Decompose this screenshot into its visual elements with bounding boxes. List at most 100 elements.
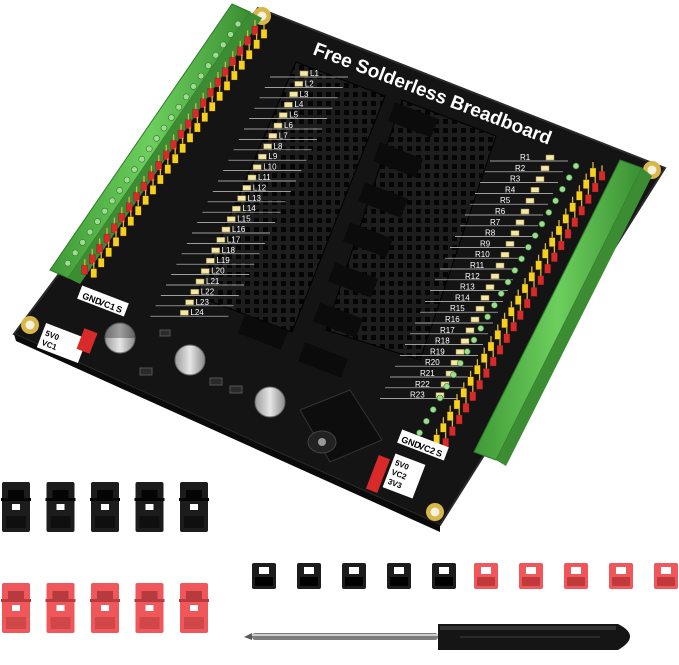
right-pin-headers	[416, 162, 606, 448]
small-jumper	[519, 563, 543, 589]
led-label: R19	[430, 347, 445, 356]
led-label: R3	[510, 175, 521, 184]
pin-header	[185, 119, 192, 129]
pin-header	[148, 171, 155, 181]
pin-header	[476, 380, 483, 390]
led-l9: L9	[228, 152, 307, 161]
led-l2: L2	[264, 79, 343, 88]
pin-header	[89, 254, 96, 264]
pin-header	[260, 29, 268, 39]
led-label: R4	[505, 185, 516, 194]
right-led-column: R1R2R3R4R5R6R7R8R9R10R11R12R13R14R15R16R…	[380, 153, 568, 400]
led-l1: L1	[270, 69, 348, 78]
led-r5: R5	[470, 196, 548, 205]
pcb-board: Free Solderless Breadboard L1L2L3L4L5L6L…	[12, 3, 667, 532]
pin-header	[142, 195, 149, 205]
pin-header	[90, 268, 97, 278]
pin-header	[501, 318, 508, 328]
led-label: L15	[237, 215, 251, 224]
pin-header	[510, 322, 517, 332]
large-jumper	[1, 583, 31, 633]
led-l5: L5	[249, 111, 328, 120]
pin-header	[209, 102, 216, 112]
led-l20: L20	[171, 267, 250, 276]
pin-header	[170, 140, 177, 150]
pin-header	[118, 213, 125, 223]
led-label: R8	[485, 229, 496, 238]
led-l4: L4	[254, 100, 333, 109]
pin-header	[194, 122, 201, 133]
led-l3: L3	[259, 90, 338, 99]
led-label: R1	[520, 153, 531, 162]
pin-header	[549, 237, 556, 247]
pin-header	[469, 391, 476, 401]
led-r14: R14	[425, 293, 503, 302]
led-label: R10	[475, 250, 490, 259]
led-r18: R18	[405, 337, 483, 346]
led-label: L5	[289, 111, 298, 120]
led-l16: L16	[192, 225, 270, 234]
pin-header	[447, 411, 454, 421]
pin-header	[528, 272, 535, 282]
led-r13: R13	[430, 283, 508, 292]
led-label: R21	[420, 369, 435, 378]
pin-header	[474, 365, 481, 375]
led-label: L16	[232, 225, 246, 234]
pin-header	[186, 133, 194, 143]
pin-header	[542, 249, 549, 259]
mounting-holes	[21, 7, 661, 521]
led-label: L8	[274, 142, 283, 151]
pin-header	[222, 67, 229, 77]
pin-header	[562, 214, 569, 224]
led-l14: L14	[202, 204, 281, 213]
led-l12: L12	[212, 183, 291, 192]
large-jumper	[90, 583, 120, 633]
pin-header	[111, 223, 118, 233]
pin-header	[515, 295, 522, 305]
pin-header	[251, 25, 259, 36]
led-l17: L17	[186, 235, 265, 244]
small-jumper	[474, 563, 498, 589]
led-label: L1	[310, 69, 319, 78]
pin-header	[126, 202, 133, 212]
pin-header	[246, 50, 253, 60]
led-r7: R7	[460, 218, 538, 227]
led-label: L23	[196, 298, 210, 307]
led-l13: L13	[207, 194, 286, 203]
pin-header	[440, 423, 447, 433]
pin-header	[207, 88, 214, 98]
capacitor-2	[174, 344, 206, 376]
led-label: L6	[284, 121, 293, 130]
capacitor-1	[104, 322, 136, 354]
led-label: L13	[248, 194, 262, 203]
small-jumper	[654, 563, 678, 589]
led-l23: L23	[155, 298, 234, 307]
large-jumper	[45, 482, 76, 532]
pin-header	[253, 39, 260, 49]
led-label: L9	[268, 152, 277, 161]
pin-header	[155, 161, 162, 171]
led-label: L18	[222, 246, 236, 255]
pin-header	[555, 225, 563, 236]
left-led-column: L1L2L3L4L5L6L7L8L9L10L11L12L13L14L15L16L…	[150, 69, 348, 317]
ic-row	[237, 102, 439, 378]
pin-header	[179, 143, 186, 153]
pin-header	[598, 171, 606, 181]
led-label: L21	[206, 277, 220, 286]
large-jumper	[1, 482, 31, 532]
led-label: L4	[294, 100, 303, 109]
led-r11: R11	[440, 261, 518, 270]
led-r16: R16	[415, 315, 493, 324]
pin-header	[589, 167, 597, 178]
small-jumper	[432, 563, 456, 589]
small-jumper	[252, 563, 276, 589]
pin-header	[163, 150, 170, 160]
led-r6: R6	[465, 207, 543, 216]
small-jumper	[342, 563, 366, 589]
pin-header	[508, 307, 515, 317]
pin-header	[120, 226, 127, 237]
led-r9: R9	[450, 239, 528, 248]
pin-header	[569, 202, 576, 212]
pin-header	[177, 129, 185, 140]
